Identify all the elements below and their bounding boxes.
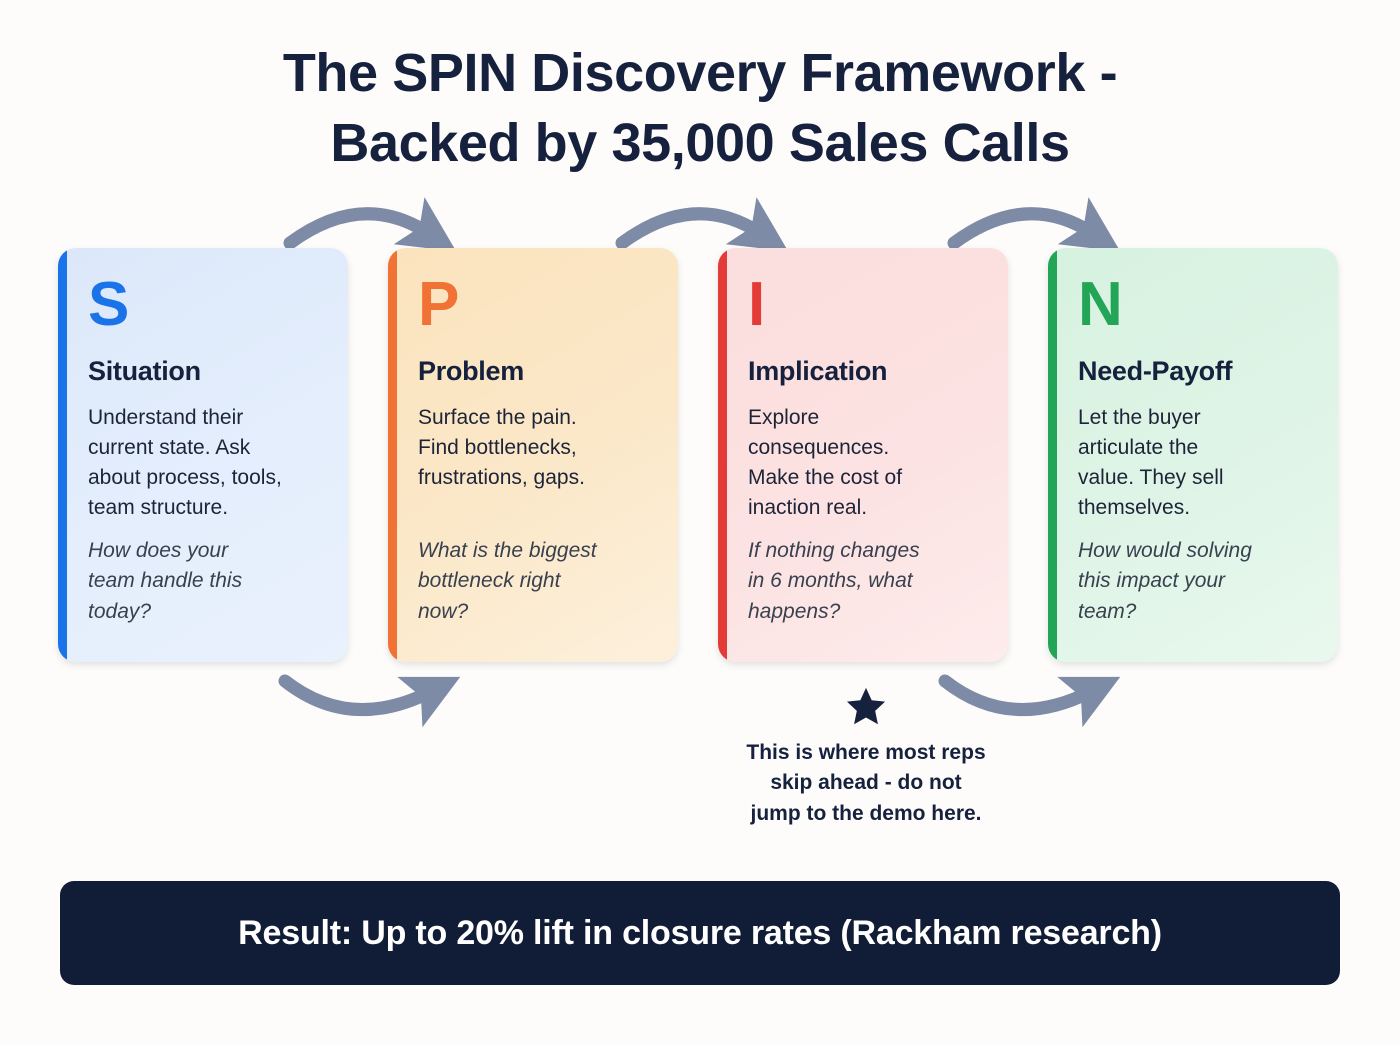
arrow-bottom-s-to-p (278, 674, 461, 728)
arrow-top-i-to-n (947, 197, 1121, 252)
card-heading-problem: Problem (418, 356, 524, 386)
arrow-top-p-to-i (615, 197, 789, 252)
card-body-problem: Surface the pain. Find bottlenecks, frus… (418, 406, 585, 490)
card-heading-situation: Situation (88, 356, 201, 386)
star-icon (846, 687, 886, 725)
card-question-implication: If nothing changes in 6 months, what hap… (748, 539, 920, 623)
arrow-bottom-i-to-n (938, 674, 1121, 728)
card-question-problem: What is the biggest bottleneck right now… (418, 539, 597, 623)
card-body-implication: Explore consequences. Make the cost of i… (748, 406, 903, 520)
arrow-top-s-to-p (283, 197, 457, 252)
card-letter-p: P (418, 270, 459, 339)
card-body-need-payoff: Let the buyer articulate the value. They… (1078, 406, 1224, 520)
card-letter-i: I (748, 270, 765, 339)
card-heading-need-payoff: Need-Payoff (1078, 356, 1233, 386)
card-question-situation: How does your team handle this today? (88, 539, 243, 623)
result-banner-text: Result: Up to 20% lift in closure rates … (238, 913, 1162, 952)
card-problem: P Problem Surface the pain. Find bottlen… (388, 248, 678, 662)
card-question-need-payoff: How would solving this impact your team? (1078, 539, 1252, 623)
callout-warning-text: This is where most reps skip ahead - do … (746, 741, 986, 825)
card-letter-n: N (1078, 270, 1123, 339)
card-heading-implication: Implication (748, 356, 888, 386)
page-title: The SPIN Discovery Framework - Backed by… (282, 43, 1118, 174)
card-implication: I Implication Explore consequences. Make… (718, 248, 1008, 662)
card-body-situation: Understand their current state. Ask abou… (88, 406, 282, 520)
card-need-payoff: N Need-Payoff Let the buyer articulate t… (1048, 248, 1338, 662)
card-situation: S Situation Understand their current sta… (58, 248, 348, 662)
card-letter-s: S (88, 270, 129, 339)
result-banner: Result: Up to 20% lift in closure rates … (60, 881, 1340, 985)
